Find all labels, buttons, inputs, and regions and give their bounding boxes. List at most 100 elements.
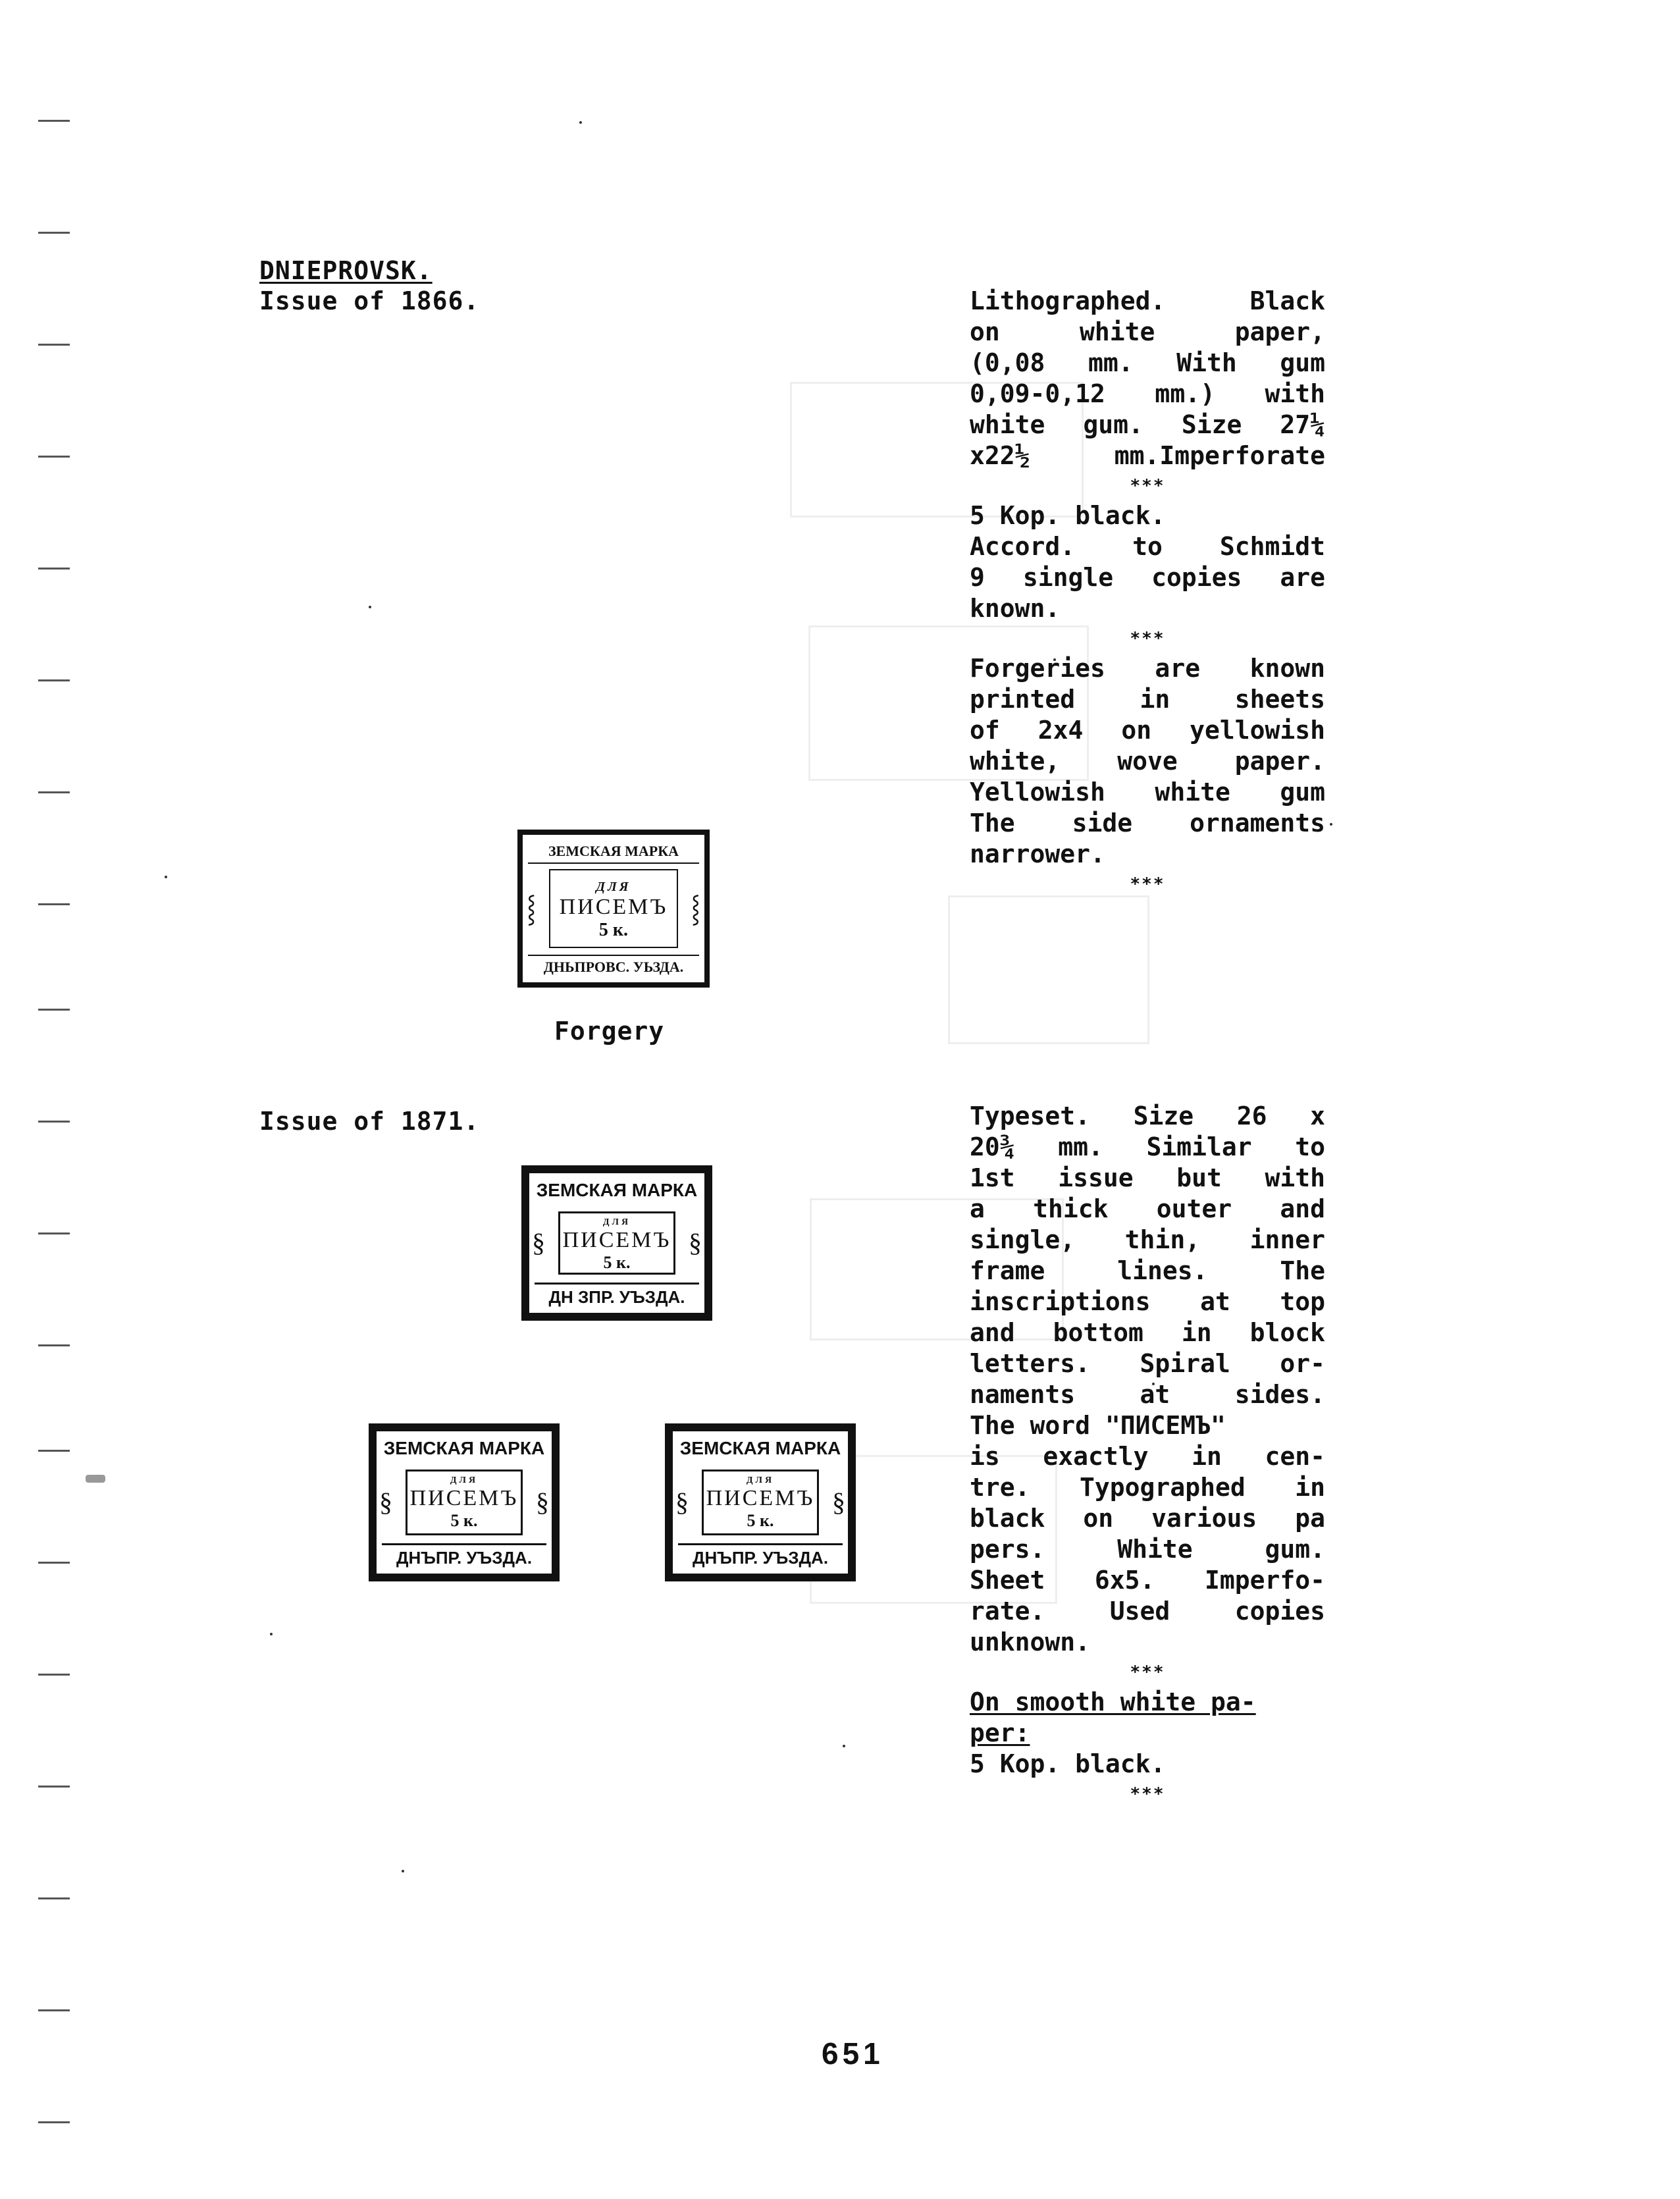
description-line: is exactly in cen- [970, 1442, 1325, 1471]
description-line: black on various pa [970, 1504, 1325, 1533]
binding-mark [38, 791, 70, 793]
binding-mark [38, 232, 70, 234]
stamp-value: 5 к. [747, 1511, 774, 1530]
side-ornament: ⸾ [691, 893, 700, 923]
side-ornament: § [532, 1228, 545, 1258]
binding-mark [38, 456, 70, 458]
stamp-pisem: ПИСЕМЪ [562, 1228, 671, 1252]
stamp-1866-forgery: ЗЕМСКАЯ МАРКА ⸾ ⸾ ДЛЯ ПИСЕМЪ 5 к. ДНЬПРО… [517, 830, 710, 988]
forgery-caption: Forgery [554, 1017, 665, 1046]
description-line: a thick outer and [970, 1194, 1325, 1223]
section-title: DNIEPROVSK. [259, 256, 433, 285]
stamp-dla: ДЛЯ [602, 1217, 631, 1227]
value-line: Accord. to Schmidt [970, 532, 1325, 561]
description-line: Lithographed. Black [970, 286, 1325, 315]
value-line: 5 Kop. black. [970, 1749, 1166, 1778]
speck [1152, 1383, 1155, 1385]
value-line: 9 single copies are [970, 563, 1325, 592]
description-line: (0,08 mm. With gum [970, 348, 1325, 377]
show-through [810, 1198, 1064, 1340]
stamp-pisem: ПИСЕМЪ [559, 895, 668, 919]
speck [402, 1870, 404, 1872]
issue-1866-description: Lithographed. Black on white paper, (0,0… [970, 286, 1325, 899]
issue-1871-heading: Issue of 1871. [259, 1107, 480, 1136]
description-line: letters. Spiral or- [970, 1349, 1325, 1378]
issue-1866-heading: Issue of 1866. [259, 286, 480, 315]
description-line: Sheet 6x5. Imperfo- [970, 1566, 1325, 1595]
side-ornament: § [832, 1487, 845, 1517]
description-line: Typeset. Size 26 x [970, 1101, 1325, 1130]
stamp-bottom-inscription: ДН ЗПР. УЪЗДА. [535, 1283, 699, 1308]
side-ornament: § [536, 1487, 549, 1517]
binding-mark [38, 2121, 70, 2123]
side-ornament: § [675, 1487, 689, 1517]
binding-mark [38, 344, 70, 346]
show-through [948, 895, 1149, 1044]
stamp-value: 5 к. [598, 920, 629, 940]
stamp-top-inscription: ЗЕМСКАЯ МАРКА [528, 843, 699, 864]
stamp-bottom-inscription: ДНЬПРОВС. УЬЗДА. [528, 955, 699, 976]
description-line: unknown. [970, 1628, 1091, 1656]
description-line: pers. White gum. [970, 1535, 1325, 1564]
speck [165, 876, 167, 878]
description-line: and bottom in block [970, 1318, 1325, 1347]
side-ornament: ⸾ [527, 893, 537, 923]
forgery-line: of 2x4 on yellowish [970, 716, 1325, 745]
description-line: 20¾ mm. Similar to [970, 1132, 1325, 1161]
stamp-inner-frame: ДЛЯ ПИСЕМЪ 5 к. [558, 1211, 675, 1275]
paper-heading: per: [970, 1718, 1030, 1747]
stamp-1871: ЗЕМСКАЯ МАРКА § § ДЛЯ ПИСЕМЪ 5 к. ДНЪПР.… [665, 1423, 856, 1581]
forgery-line: white, wove paper. [970, 747, 1325, 776]
description-line: inscriptions at top [970, 1287, 1325, 1316]
forgery-line: printed in sheets [970, 685, 1325, 714]
binding-mark [38, 1786, 70, 1788]
binding-mark [38, 1009, 70, 1011]
separator-stars: *** [1130, 476, 1165, 496]
side-ornament: § [379, 1487, 392, 1517]
description-line: on white paper, [970, 317, 1325, 346]
stamp-pisem: ПИСЕМЪ [409, 1486, 519, 1510]
binding-mark [38, 1562, 70, 1564]
speck [1053, 658, 1056, 661]
description-line: white gum. Size 27¼ [970, 410, 1325, 439]
speck [843, 1745, 845, 1747]
description-line: x22½ mm.Imperforate [970, 441, 1325, 470]
binding-mark [38, 1674, 70, 1676]
show-through [808, 625, 1089, 781]
show-through [790, 382, 1084, 517]
binding-mark [38, 120, 70, 122]
description-line: single, thin, inner [970, 1225, 1325, 1254]
stamp-value: 5 к. [603, 1253, 631, 1272]
stamp-bottom-inscription: ДНЪПР. УЪЗДА. [678, 1543, 843, 1568]
forgery-line: The side ornaments [970, 808, 1325, 837]
binding-mark [38, 568, 70, 570]
stamp-1871: ЗЕМСКАЯ МАРКА § § ДЛЯ ПИСЕМЪ 5 к. ДН ЗПР… [521, 1165, 712, 1321]
binding-mark [38, 1344, 70, 1346]
stamp-dla: ДЛЯ [746, 1475, 775, 1485]
forgery-line: Forgeries are known [970, 654, 1325, 683]
description-line: rate. Used copies [970, 1597, 1325, 1626]
binding-mark [38, 1450, 70, 1452]
value-line: known. [970, 594, 1061, 623]
binding-mark [38, 1232, 70, 1234]
separator-stars: *** [1130, 874, 1165, 894]
page-number: 651 [822, 2036, 884, 2071]
description-line: 1st issue but with [970, 1163, 1325, 1192]
stamp-1871: ЗЕМСКАЯ МАРКА § § ДЛЯ ПИСЕМЪ 5 к. ДНЪПР.… [369, 1423, 560, 1581]
separator-stars: *** [1130, 629, 1165, 649]
paper-heading: On smooth white pa- [970, 1687, 1256, 1716]
binding-mark [38, 1897, 70, 1899]
forgery-line: Yellowish white gum [970, 778, 1325, 807]
stamp-top-inscription: ЗЕМСКАЯ МАРКА [536, 1180, 698, 1200]
side-ornament: § [689, 1228, 702, 1258]
separator-stars: *** [1130, 1784, 1165, 1804]
forgery-line: narrower. [970, 839, 1105, 868]
stamp-bottom-inscription: ДНЪПР. УЪЗДА. [382, 1543, 546, 1568]
description-line: 0,09-0,12 mm.) with [970, 379, 1325, 408]
stamp-inner-frame: ДЛЯ ПИСЕМЪ 5 к. [406, 1470, 523, 1535]
binding-mark [38, 903, 70, 905]
speck [579, 121, 582, 124]
description-line: naments at sides. [970, 1380, 1325, 1409]
stamp-inner-frame: ДЛЯ ПИСЕМЪ 5 к. [702, 1470, 819, 1535]
separator-stars: *** [1130, 1662, 1165, 1682]
